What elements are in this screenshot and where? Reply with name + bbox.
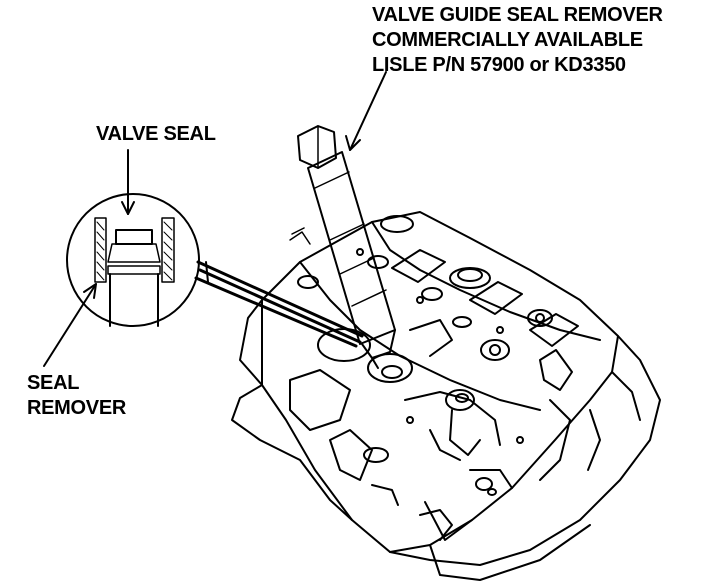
tool-callout-line-2: COMMERCIALLY AVAILABLE — [372, 29, 643, 51]
tool-callout-line-3: LISLE P/N 57900 or KD3350 — [372, 54, 626, 76]
tool-callout-label: VALVE GUIDE SEAL REMOVER COMMERCIALLY AV… — [372, 3, 663, 78]
cylinder-head — [231, 211, 661, 581]
tool-callout-line-1: VALVE GUIDE SEAL REMOVER — [372, 4, 663, 26]
seal-remover-line-1: SEAL — [27, 372, 80, 394]
detail-connector — [194, 260, 364, 348]
seal-remover-line-2: REMOVER — [27, 397, 127, 419]
seal-remover-label: SEAL REMOVER — [27, 371, 126, 421]
seal-remover-tool — [297, 125, 396, 369]
leader-arrows — [43, 71, 387, 367]
valve-seal-label: VALVE SEAL — [96, 123, 216, 145]
valve-seal-detail-view — [66, 193, 200, 327]
